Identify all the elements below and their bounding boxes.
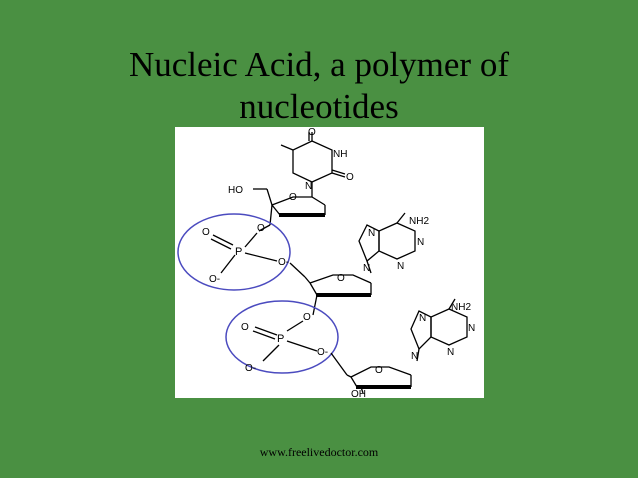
- phosphate-1-o-right: O-: [278, 257, 289, 268]
- phosphate-1-p: P: [235, 246, 242, 258]
- phosphate-1: [210, 224, 306, 278]
- thymine-o-top: O: [308, 127, 316, 138]
- title-line-2: nucleotides: [239, 87, 399, 126]
- sugar-3: [346, 366, 412, 394]
- thymine-o-right: O: [346, 172, 354, 183]
- phosphate-1-o-top: O: [257, 223, 265, 234]
- phosphate-2-p: P: [277, 333, 284, 345]
- adenine-base-1: [358, 212, 416, 274]
- thymine-nh: NH: [333, 149, 347, 160]
- phosphate-2-o-double: O: [241, 322, 249, 333]
- adenine-1-five-ring: [358, 224, 380, 263]
- adenine-2-n1: N: [468, 323, 475, 334]
- thymine-n: N: [305, 181, 312, 192]
- phosphate-2-o-right: O-: [317, 347, 328, 358]
- oh-label: OH: [351, 389, 366, 398]
- adenine-base-2: [410, 298, 468, 362]
- thymine-ring: [292, 140, 333, 183]
- phosphate-circle-1: [177, 213, 291, 291]
- sugar-2-o: O: [337, 273, 345, 284]
- adenine-1-nh2: NH2: [409, 216, 429, 227]
- thymine-base: [280, 132, 346, 197]
- nucleic-acid-structure-diagram: O NH O N HO O O P O O- O-: [175, 127, 484, 398]
- adenine-1-n1: N: [417, 237, 424, 248]
- slide-title: Nucleic Acid, a polymer of nucleotides: [0, 44, 638, 128]
- sugar-2: [304, 274, 372, 316]
- sugar-1: [253, 188, 326, 226]
- adenine-2-n3: N: [447, 347, 454, 358]
- adenine-1-n3: N: [397, 261, 404, 272]
- phosphate-1-o-double: O: [202, 227, 210, 238]
- phosphate-2-o-minus: O-: [245, 363, 256, 374]
- adenine-1-n9: N: [363, 263, 370, 274]
- adenine-2-six-ring: [430, 308, 468, 346]
- sugar-1-o: O: [289, 192, 297, 203]
- adenine-2-five-ring: [410, 310, 432, 351]
- phosphate-circle-2: [225, 300, 339, 374]
- adenine-1-n7: N: [368, 228, 375, 239]
- phosphate-2-o-top: O: [303, 312, 311, 323]
- adenine-2-n7: N: [419, 313, 426, 324]
- title-line-1: Nucleic Acid, a polymer of: [128, 45, 509, 84]
- adenine-2-nh2: NH2: [451, 302, 471, 313]
- sugar-3-o: O: [375, 365, 383, 376]
- adenine-2-n9: N: [411, 351, 418, 362]
- ho-label: HO: [228, 185, 243, 196]
- structure-svg: O NH O N HO O O P O O- O-: [177, 127, 475, 398]
- phosphate-1-o-minus: O-: [209, 274, 220, 285]
- adenine-1-six-ring: [378, 222, 416, 260]
- phosphate-2: [252, 320, 348, 376]
- footer-url: www.freelivedoctor.com: [259, 445, 379, 459]
